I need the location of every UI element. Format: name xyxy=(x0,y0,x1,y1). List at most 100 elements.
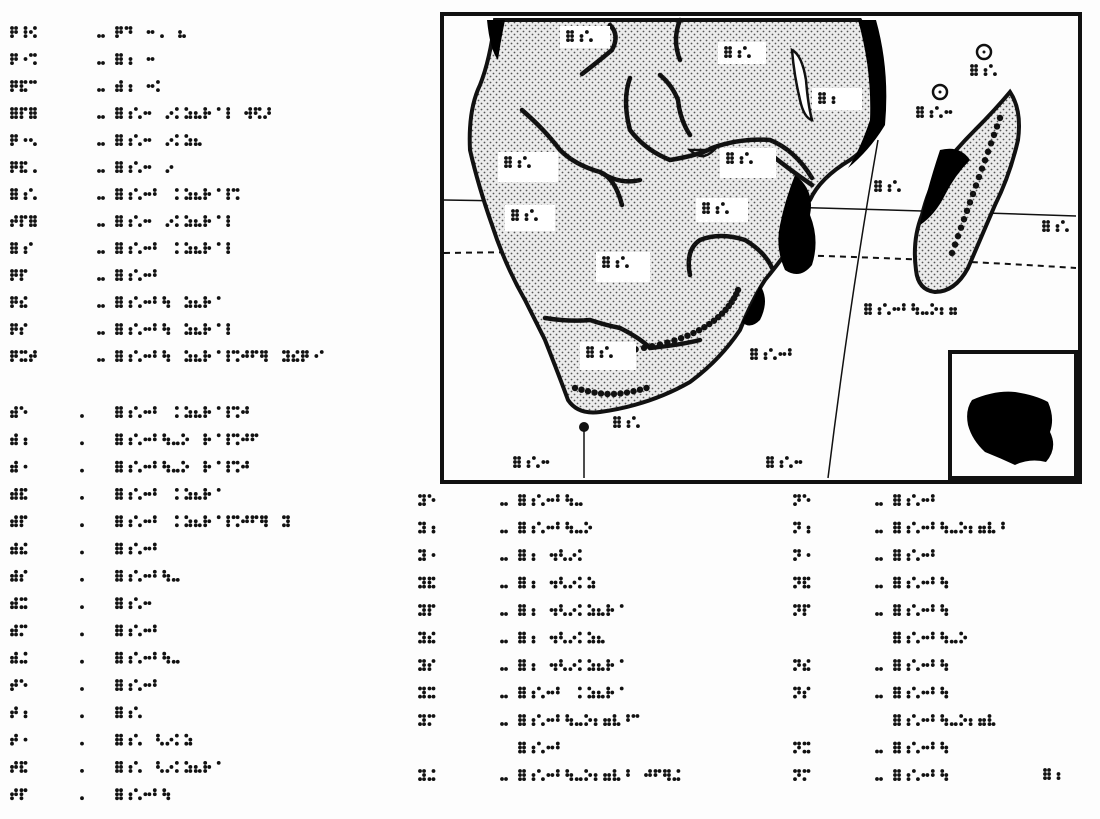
channel-label: ABC xyxy=(874,180,901,193)
legend_mid-label-6: AB-CDEFGHIJ xyxy=(518,659,624,671)
legend_left-separator-0 xyxy=(97,34,101,38)
legend_mid-separator-0 xyxy=(504,502,508,506)
legend_right-label-9: ABCDEF xyxy=(893,741,949,754)
legend_mid-separator-7 xyxy=(504,694,508,699)
legend_right-separator-6 xyxy=(879,667,883,671)
legend_left-separator-24 xyxy=(80,714,84,719)
legend_left-key-6: ABC xyxy=(10,188,37,201)
legend_left-key-14-text: CB xyxy=(12,445,14,447)
legend_right-separator-9 xyxy=(875,749,879,754)
legend_mid-key-10: EJ xyxy=(418,769,436,781)
legend_mid-key-0: EA xyxy=(418,494,436,506)
legend_right-separator-0 xyxy=(879,502,883,506)
legend_left-separator-8 xyxy=(101,250,105,254)
legend_left-separator-7 xyxy=(101,223,105,227)
legend_right-separator-4 xyxy=(875,612,879,616)
sea-label: ABCDE xyxy=(750,348,792,360)
legend_left-key-18: CF xyxy=(10,542,28,555)
legend_left-separator-5 xyxy=(101,169,105,173)
legend_left-key-3: AEF xyxy=(10,107,37,119)
madagascar-mountains xyxy=(948,114,1004,257)
legend_mid-label-9: ABCDE xyxy=(518,741,560,754)
legend_mid-key-1-text: EB xyxy=(420,533,422,535)
legend_right-separator-1 xyxy=(875,529,879,534)
country-label-8: ABC xyxy=(602,256,629,268)
mozambique-channel-dark xyxy=(778,175,816,274)
legend_left-separator-3 xyxy=(101,115,105,119)
legend_right-key-7-text: FG xyxy=(795,698,797,700)
legend_left-key-13: CA xyxy=(10,406,28,418)
legend_left-key-24-text: DB xyxy=(12,718,14,720)
legend_right-label-3: ABCDEF xyxy=(893,576,949,589)
legend_left-label-15: ABCDEFGH-IJKLM xyxy=(115,460,249,473)
legend_left-key-22-text: CJ xyxy=(12,664,14,666)
legend_right-separator-10 xyxy=(879,777,883,781)
inset-country-shape xyxy=(967,391,1054,465)
legend_right-separator-4 xyxy=(879,612,883,616)
legend_mid-separator-3 xyxy=(500,584,504,589)
east-ocean-label: ABC xyxy=(1042,220,1069,233)
legend_left-label-8: ABCDE-FGHIJK xyxy=(115,242,231,255)
legend_left-separator-4 xyxy=(97,142,101,146)
legend_left-label-22: ABCDEFG xyxy=(115,651,180,664)
legend_right-separator-1 xyxy=(879,529,883,534)
legend_right-label-10: ABCDEF xyxy=(893,769,949,781)
legend_left-key-0-text: B21 xyxy=(12,38,14,40)
legend_mid-separator-6 xyxy=(504,667,508,671)
legend_right-label-6: ABCDEF xyxy=(893,659,949,671)
country-label-1: ABC xyxy=(566,30,593,42)
legend_left-key-2: BD4 xyxy=(10,80,37,92)
legend_left-key-22: CJ xyxy=(10,651,28,666)
legend_left-key-15: CC xyxy=(10,460,28,473)
legend_left-key-11-text: BG xyxy=(12,335,14,337)
legend_left-separator-11 xyxy=(101,331,105,335)
legend_mid-key-4: EE xyxy=(418,604,436,616)
rivers xyxy=(519,17,815,351)
legend_left-label-17: ABCDE-FGHIJKLMNO-P xyxy=(115,515,290,528)
legend_mid-label-10: ABCDEFGHIJKL-MNOP xyxy=(518,769,681,781)
legend_left-separator-19 xyxy=(80,577,84,582)
legend_left-key-16: CD xyxy=(10,488,28,500)
legend_right-key-3: FD xyxy=(793,576,811,589)
country-label-4: ABC xyxy=(504,156,531,169)
legend_right-key-1-text: FB xyxy=(795,533,797,535)
legend_left-separator-11 xyxy=(97,331,101,335)
legend_left-separator-3 xyxy=(97,115,101,119)
island-label: ABCD xyxy=(916,106,953,118)
legend_right-label-8: ABCDEFGHIJK xyxy=(893,714,996,726)
legend_right-key-1: FB xyxy=(793,521,811,535)
legend_left-separator-10 xyxy=(101,304,105,308)
legend_left-separator-27 xyxy=(80,796,84,801)
legend_left-separator-18 xyxy=(80,550,84,555)
legend_right-label-0: ABCDE xyxy=(893,494,935,506)
legend_left-key-12: BHI xyxy=(10,350,37,362)
legend_left-separator-7 xyxy=(97,223,101,227)
corner-mark: AB xyxy=(1043,768,1061,780)
legend_left-key-7: DEF xyxy=(10,215,37,228)
legend_left-separator-5 xyxy=(97,169,101,173)
legend_left-separator-22 xyxy=(80,659,84,664)
legend_mid-label-5: AB-CDEFGH xyxy=(518,631,605,644)
legend_left-label-1: AB-D xyxy=(115,53,155,65)
legend_left-separator-12 xyxy=(101,358,105,362)
island-symbols xyxy=(931,43,993,101)
country-label-2: ABC xyxy=(724,46,751,58)
legend_mid-separator-5 xyxy=(500,639,504,644)
legend_right-separator-9 xyxy=(879,749,883,754)
legend_mid-separator-1 xyxy=(504,529,508,534)
legend_left-label-13: ABCDE-FGHIJKLM xyxy=(115,406,249,418)
legend_left-label-25: ABC-DEFG xyxy=(115,733,193,746)
legend_right-separator-6 xyxy=(875,667,879,671)
legend_right-key-2: FC xyxy=(793,549,811,561)
legend_mid-separator-4 xyxy=(500,612,504,616)
legend_mid-label-2: AB-CDEF xyxy=(518,549,582,561)
legend_right-key-10-text: FI xyxy=(795,781,797,783)
country-label-5: ABC xyxy=(726,152,753,165)
legend_left-key-10-text: BF xyxy=(12,308,14,310)
legend_mid-label-3: AB-CDEFG xyxy=(518,576,596,589)
legend_right-key-9-text: FH xyxy=(795,753,797,755)
country-label-9: ABC xyxy=(586,346,613,358)
legend_left-label-4: ABCD-EFGH xyxy=(115,134,202,147)
legend_mid-separator-5 xyxy=(504,639,508,644)
